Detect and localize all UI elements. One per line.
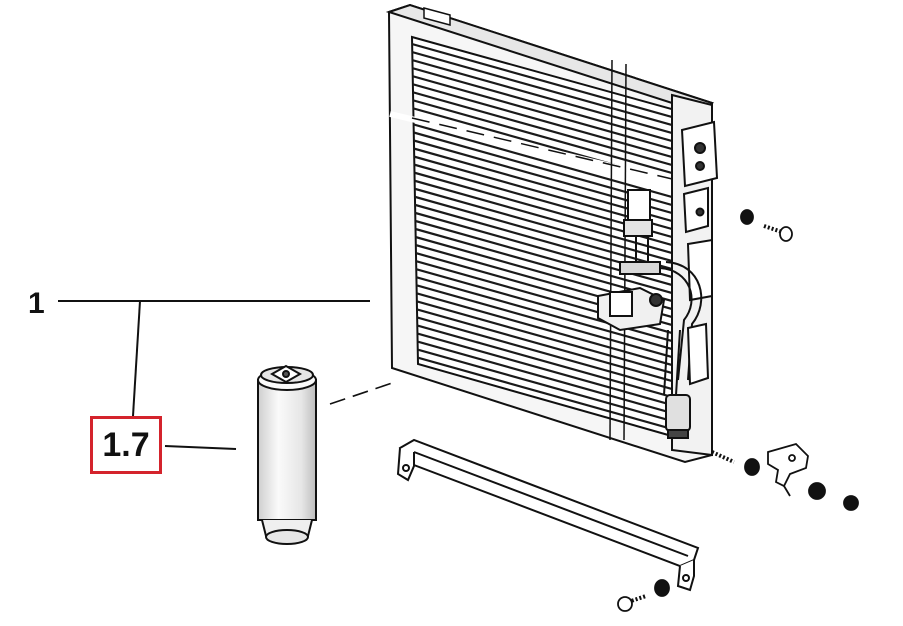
nut-2 — [843, 495, 859, 511]
callout-part-1-7-highlighted[interactable]: 1.7 — [90, 416, 162, 474]
leader-lines — [58, 300, 399, 450]
washer-lower — [744, 458, 760, 476]
leader-1-to-1.7 — [132, 300, 141, 417]
condenser-fins — [412, 42, 704, 440]
condenser — [385, 3, 719, 464]
screw-lower-shaft — [711, 450, 735, 464]
bottom-fasteners — [617, 579, 670, 612]
screw-upper — [763, 224, 793, 242]
nut-1 — [808, 482, 826, 500]
support-bar — [396, 438, 700, 592]
leader-1.7 — [164, 445, 237, 450]
screw-bottom — [627, 594, 647, 604]
assembly-dash-line — [329, 380, 399, 405]
washer-bottom — [654, 579, 670, 597]
receiver-drier — [257, 364, 317, 545]
fasteners — [711, 209, 859, 511]
washer-upper — [740, 209, 754, 225]
top-bracket — [680, 120, 719, 188]
callout-part-1: 1 — [28, 287, 45, 320]
clip — [767, 442, 809, 497]
